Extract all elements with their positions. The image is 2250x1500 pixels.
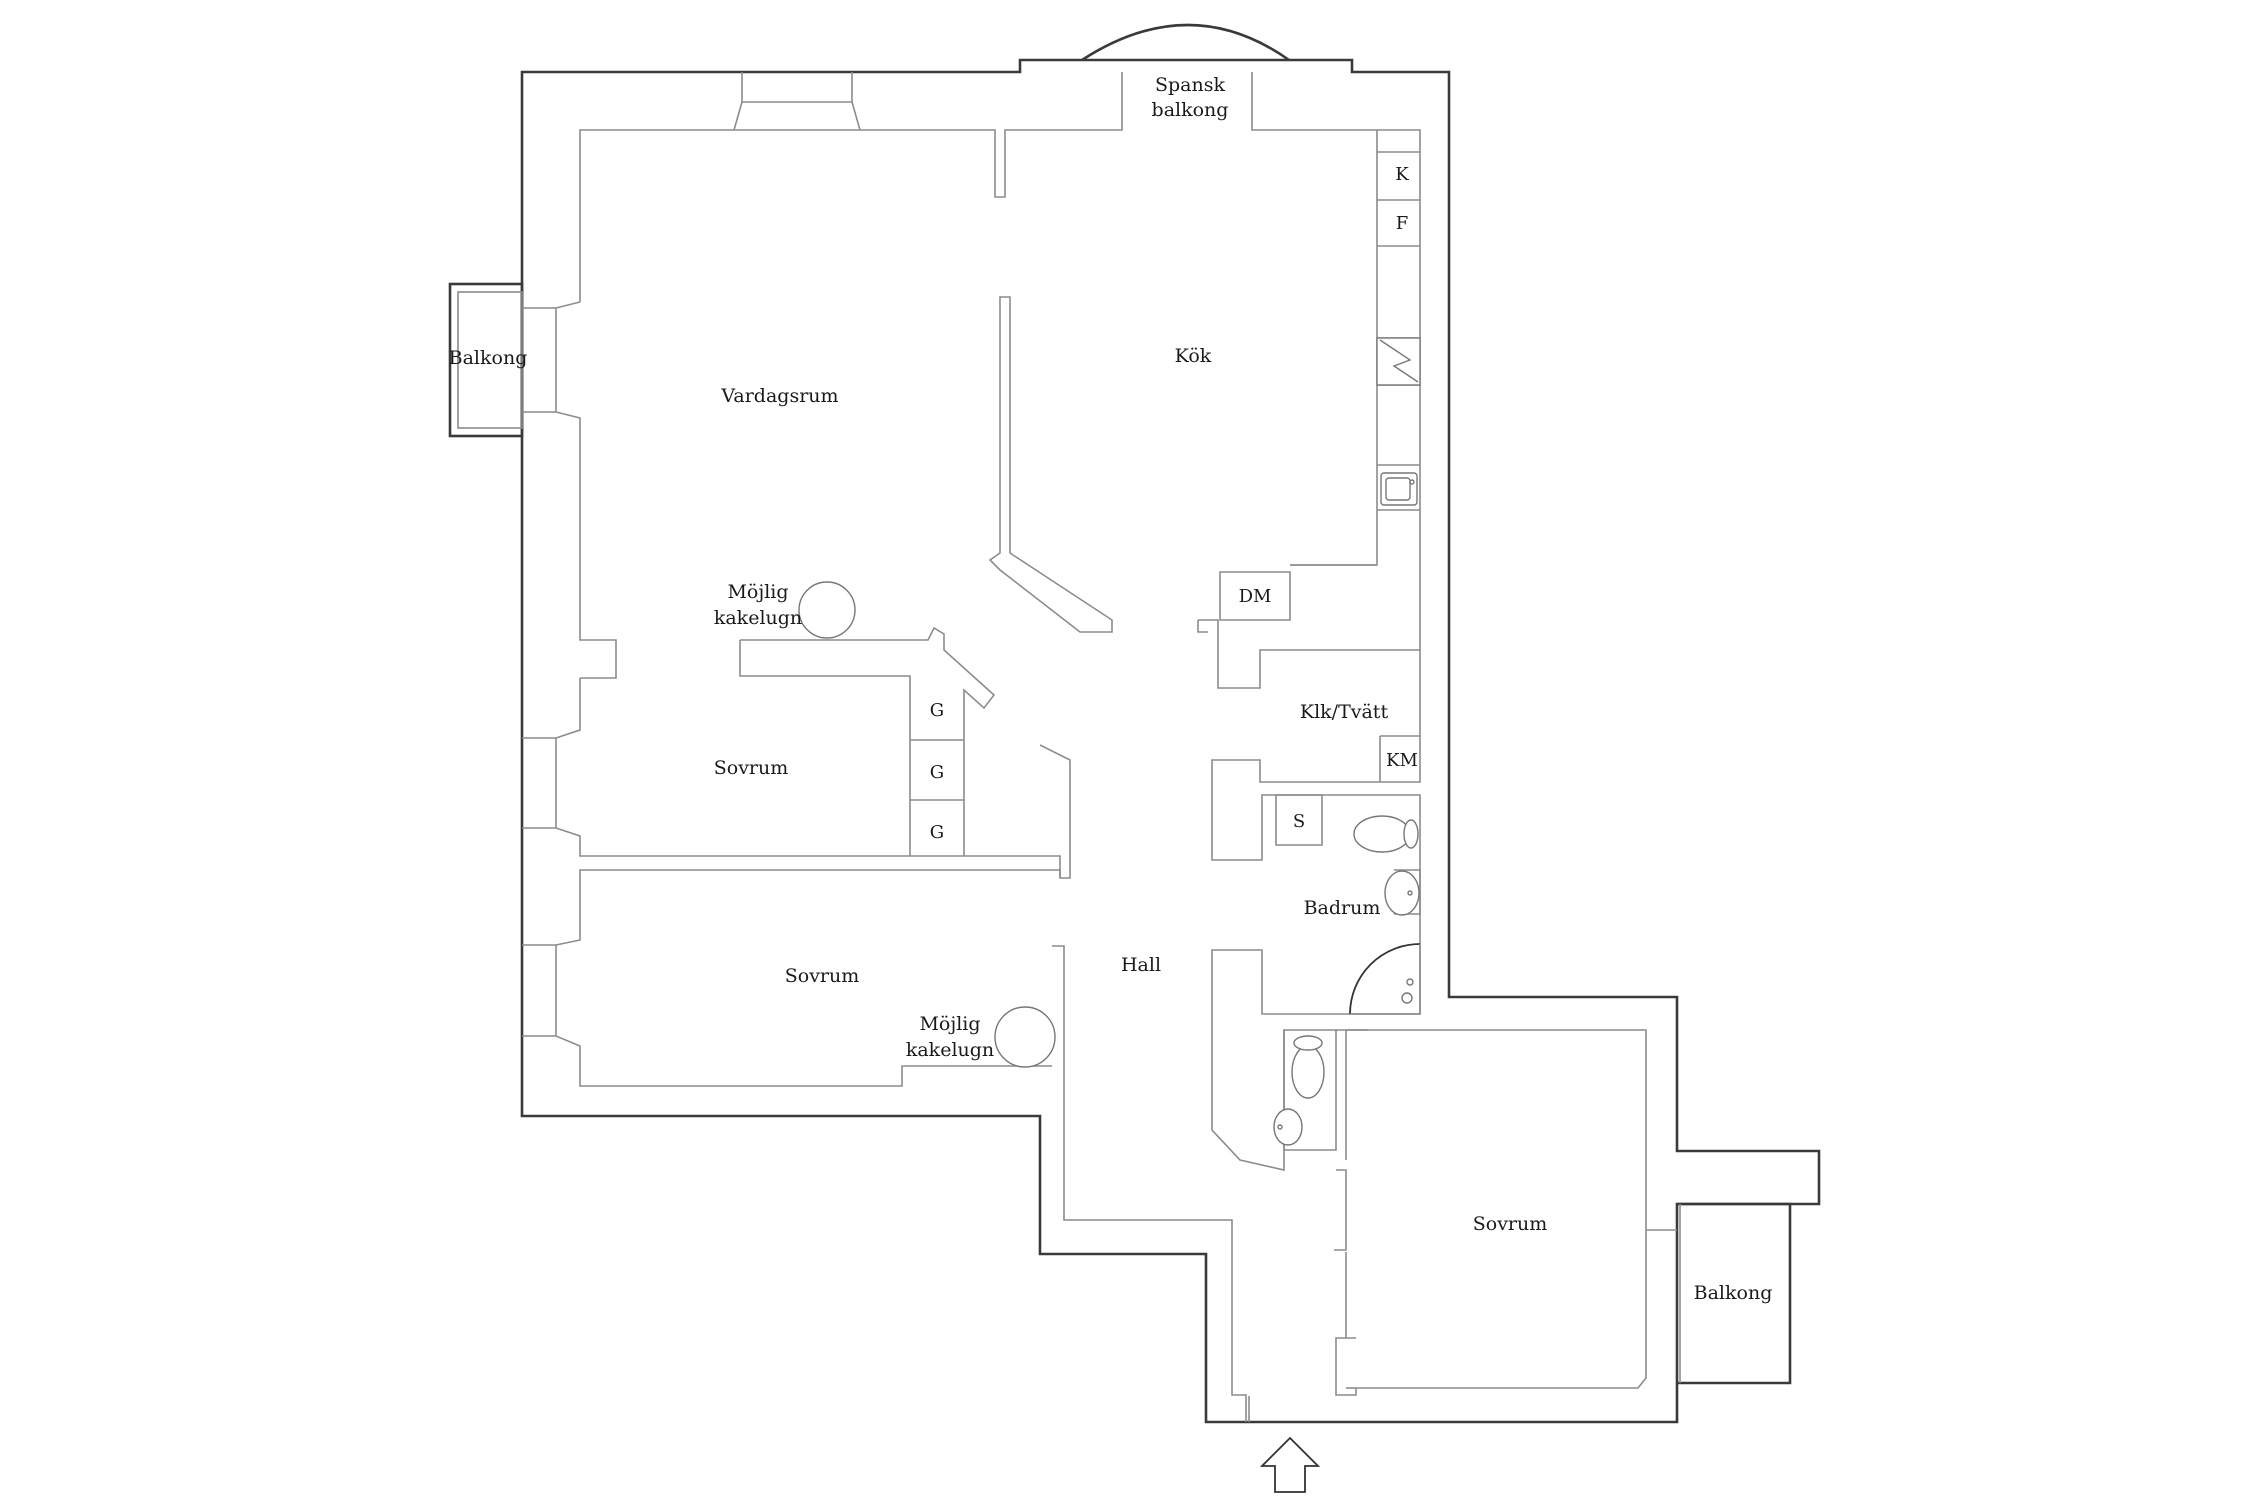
toilet-icon: [1353, 815, 1419, 853]
freezer-f-label: F: [1396, 213, 1409, 234]
stove-icon: [1376, 337, 1421, 386]
mojlig-kakelugn-2-label-1: Möjlig: [919, 1013, 980, 1035]
sovrum-3-label: Sovrum: [1473, 1213, 1548, 1235]
wardrobe-g1-label: G: [930, 700, 944, 721]
badrum-label: Badrum: [1304, 897, 1381, 919]
sovrum-2-label: Sovrum: [785, 965, 860, 987]
outer-walls: [520, 23, 1821, 1424]
toilet-icon: [1291, 1035, 1325, 1099]
wardrobe-g3-label: G: [930, 822, 944, 843]
balkong-east-label: Balkong: [1694, 1282, 1773, 1304]
sovrum-1-label: Sovrum: [714, 757, 789, 779]
vardagsrum-label: Vardagsrum: [720, 385, 838, 407]
kok-label: Kök: [1175, 345, 1212, 367]
balkong-west-label: Balkong: [449, 347, 528, 369]
hall-label: Hall: [1121, 954, 1161, 976]
cabinet-s-label: S: [1293, 811, 1305, 832]
wardrobe-g2-label: G: [930, 762, 944, 783]
entrance-arrow-icon: [1259, 1436, 1321, 1493]
mojlig-kakelugn-1-label-2: kakelugn: [714, 607, 802, 629]
mojlig-kakelugn-2-label-2: kakelugn: [906, 1039, 994, 1061]
spansk-balkong-label-1: Spansk: [1155, 74, 1225, 96]
room-labels: Spansk balkong Vardagsrum Kök Balkong Mö…: [449, 74, 1773, 1304]
inner-walls: [522, 72, 1677, 1422]
washing-machine-km-label: KM: [1386, 750, 1418, 771]
fridge-k-label: K: [1395, 164, 1409, 185]
washbasin-icon: [1273, 1108, 1303, 1146]
fixtures: [798, 337, 1421, 1493]
klk-tvatt-label: Klk/Tvätt: [1300, 701, 1389, 723]
washbasin-icon: [1384, 870, 1420, 916]
wardrobe: [910, 739, 964, 801]
mojlig-kakelugn-1-label-1: Möjlig: [727, 581, 788, 603]
fixture-labels: K F DM KM S G G G: [930, 164, 1418, 843]
dishwasher-dm-label: DM: [1239, 586, 1272, 607]
kitchen-sink-icon: [1380, 472, 1418, 506]
shower-icon: [1349, 943, 1421, 1015]
spansk-balkong-label-2: balkong: [1152, 99, 1229, 121]
tiled-stove-icon: [798, 581, 856, 639]
tiled-stove-icon: [994, 1006, 1056, 1068]
balcony-west: [448, 282, 524, 438]
balcony-east: [1677, 1202, 1792, 1385]
